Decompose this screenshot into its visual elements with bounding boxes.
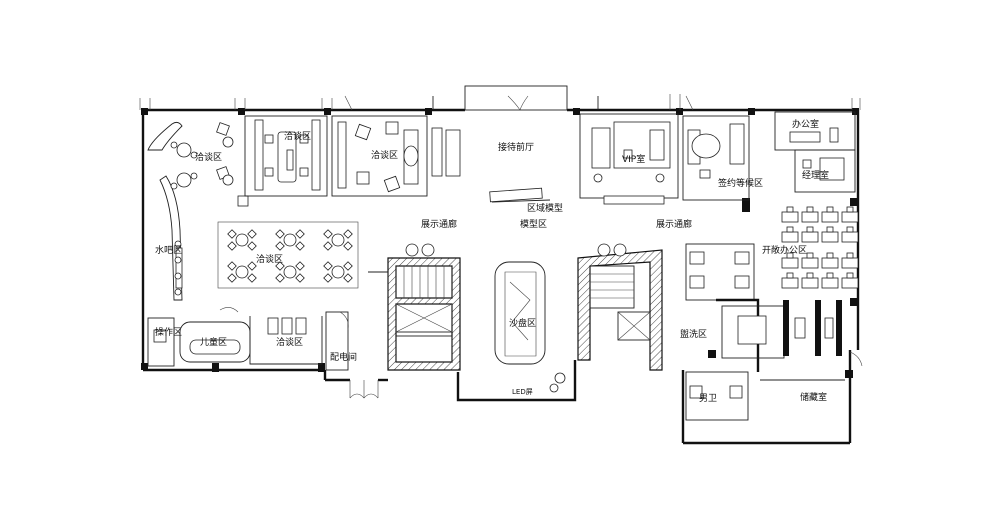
office-block: [774, 111, 856, 193]
desk: [781, 252, 799, 269]
left-round-tables: [170, 122, 249, 207]
label-negotiation-left: 洽谈区: [195, 151, 222, 163]
restroom-block: [685, 243, 760, 421]
label-storage: 储藏室: [800, 391, 827, 403]
negotiation-booth-2: [331, 115, 461, 197]
desk: [821, 206, 839, 223]
table-set: [227, 229, 257, 251]
desk: [801, 272, 819, 289]
desk: [801, 226, 819, 243]
desk: [821, 226, 839, 243]
label-negotiation-bottom: 洽谈区: [276, 336, 303, 348]
desk: [801, 206, 819, 223]
desk: [821, 252, 839, 269]
label-vip: VIP室: [622, 153, 645, 165]
label-washing: 盥洗区: [680, 328, 707, 340]
label-open-office: 开敞办公区: [762, 244, 807, 256]
negotiation-booth-1: [244, 115, 328, 197]
desk: [781, 226, 799, 243]
desk: [841, 272, 859, 289]
label-reception: 接待前厅: [498, 141, 534, 153]
table-set: [323, 261, 353, 283]
stair-core-right: [577, 243, 663, 371]
doors: [339, 311, 379, 399]
right-lower-rooms: [721, 300, 863, 381]
label-office: 办公室: [792, 118, 819, 130]
signing-waiting-area: [682, 115, 750, 201]
exterior-walls: [141, 85, 860, 445]
label-power-room: 配电间: [330, 351, 357, 363]
desk: [781, 272, 799, 289]
table-set: [275, 261, 305, 283]
label-model-area: 模型区: [520, 219, 547, 230]
label-sand-table: 沙盘区: [509, 317, 536, 329]
label-water-bar: 水吧区: [155, 244, 182, 256]
vip-room: [579, 113, 679, 205]
desk: [841, 226, 859, 243]
window-marks: [139, 94, 861, 111]
label-negotiation-mid2: 洽谈区: [371, 149, 398, 161]
central-negotiation-tables: [217, 221, 359, 289]
label-gallery-left: 展示通廊: [421, 218, 457, 230]
label-male-wc: 男卫: [699, 393, 717, 404]
label-children: 儿童区: [200, 336, 227, 348]
table-set: [275, 229, 305, 251]
desk: [841, 252, 859, 269]
bottom-left-zone: [147, 307, 349, 371]
label-led: LED屏: [512, 388, 533, 396]
room-labels: 洽谈区 洽谈区 洽谈区 接待前厅 VIP室 办公室 经理室 签约等候区 区域模型…: [155, 118, 829, 404]
label-gallery-right: 展示通廊: [656, 218, 692, 230]
table-set: [227, 261, 257, 283]
desk: [841, 206, 859, 223]
label-regional-model: 区域模型: [527, 202, 563, 214]
label-manager: 经理室: [802, 169, 829, 181]
stair-core-left: [368, 243, 461, 371]
desk: [821, 272, 839, 289]
label-negotiation-center: 洽谈区: [256, 253, 283, 265]
columns: [141, 108, 859, 378]
label-tea-waiting: 签约等候区: [718, 177, 763, 189]
table-set: [323, 229, 353, 251]
label-negotiation-mid1: 洽谈区: [284, 130, 311, 142]
desk: [781, 206, 799, 223]
label-operation: 操作区: [155, 326, 182, 338]
water-bar-counter: [147, 121, 183, 301]
open-office-desks: [781, 206, 859, 289]
reception-center: [489, 187, 566, 393]
desk: [801, 252, 819, 269]
